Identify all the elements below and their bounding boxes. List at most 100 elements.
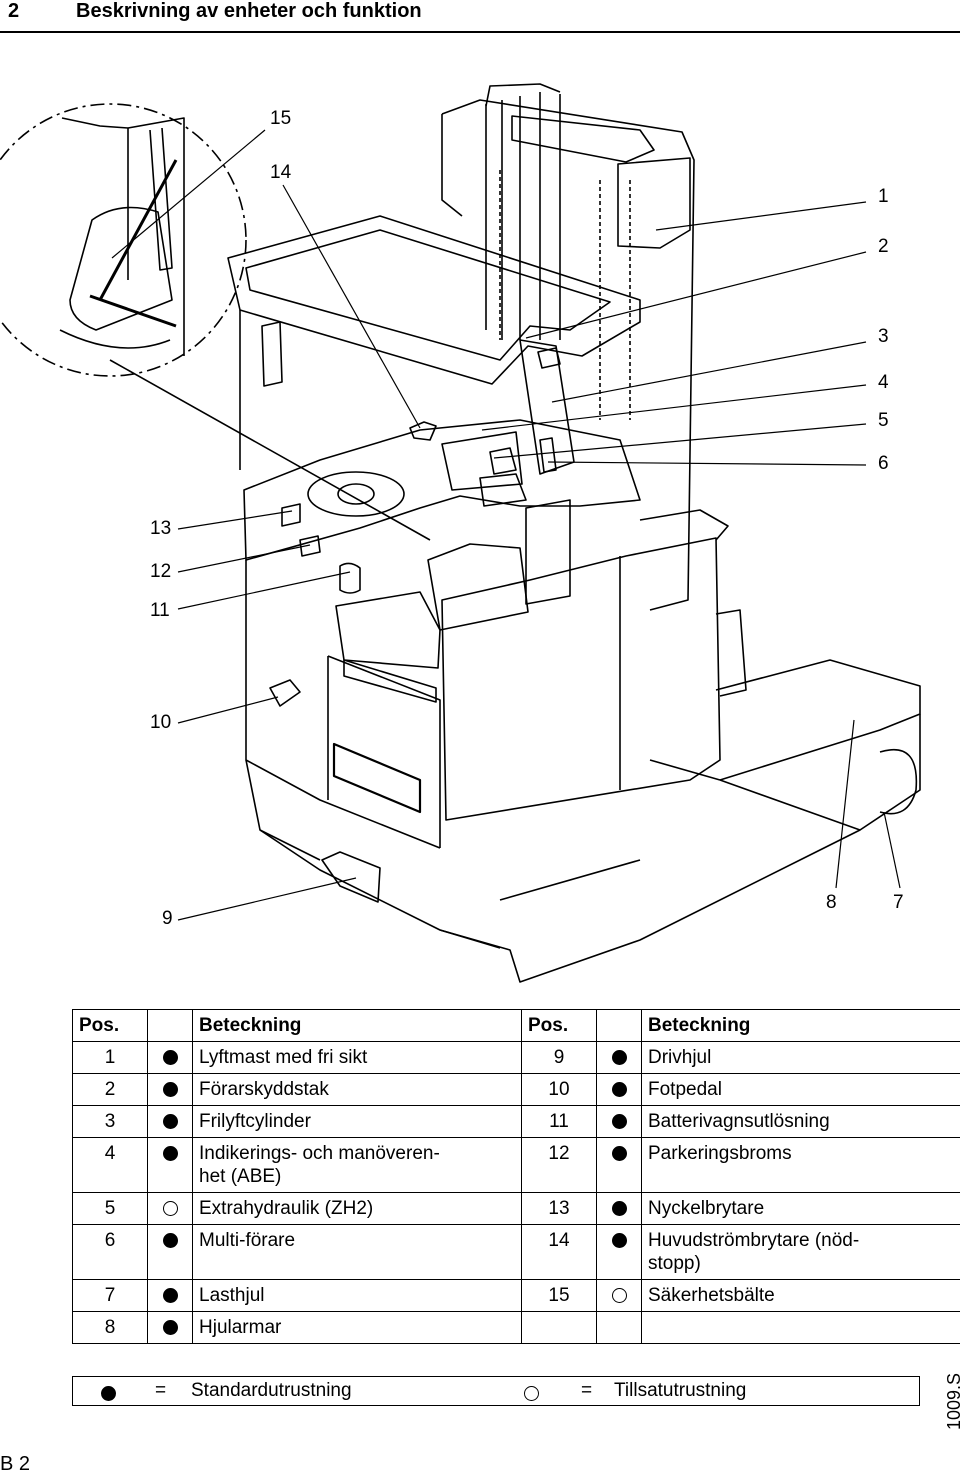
pos-cell: 1 xyxy=(72,1041,148,1074)
pos-cell: 13 xyxy=(521,1192,597,1225)
callout-4: 4 xyxy=(878,372,889,393)
standard-dot-icon xyxy=(101,1383,116,1405)
document-code: 1009.S xyxy=(944,1372,960,1430)
callout-5: 5 xyxy=(878,410,889,431)
standard-dot-icon xyxy=(162,1114,178,1129)
callout-2: 2 xyxy=(878,236,889,257)
table-row: 8 Hjularmar xyxy=(72,1311,960,1344)
pos-cell: 4 xyxy=(72,1137,148,1193)
marker-cell xyxy=(596,1073,642,1106)
designation-cell: Lasthjul xyxy=(192,1279,522,1312)
standard-dot-icon xyxy=(611,1114,627,1129)
pos-cell: 9 xyxy=(521,1041,597,1074)
optional-dot-icon xyxy=(162,1201,178,1216)
designation-cell: Lyftmast med fri sikt xyxy=(192,1041,522,1074)
col-header-pos-2: Pos. xyxy=(521,1009,597,1042)
pos-cell: 5 xyxy=(72,1192,148,1225)
designation-cell: Indikerings- och manöveren- het (ABE) xyxy=(192,1137,522,1193)
standard-dot-icon xyxy=(611,1201,627,1216)
pos-cell: 3 xyxy=(72,1105,148,1138)
standard-dot-icon xyxy=(162,1288,178,1303)
standard-dot-icon xyxy=(611,1082,627,1097)
callout-13: 13 xyxy=(150,518,172,539)
legend-table: Pos. Beteckning Pos. Beteckning 1 Lyftmas… xyxy=(72,1009,960,1344)
callout-15: 15 xyxy=(270,108,292,129)
page-title: Beskrivning av enheter och funktion xyxy=(76,0,422,22)
standard-dot-icon xyxy=(162,1320,178,1335)
pos-cell xyxy=(521,1311,597,1344)
page-number: B 2 xyxy=(0,1453,31,1475)
marker-cell xyxy=(147,1192,193,1225)
callout-12: 12 xyxy=(150,561,172,582)
designation-cell: Parkeringsbroms xyxy=(641,1137,960,1193)
section-number: 2 xyxy=(8,0,20,22)
marker-cell xyxy=(147,1041,193,1074)
standard-dot-icon xyxy=(162,1233,178,1248)
designation-cell: Huvudströmbrytare (nöd- stopp) xyxy=(641,1224,960,1280)
callout-7: 7 xyxy=(893,892,904,913)
designation-cell: Förarskyddstak xyxy=(192,1073,522,1106)
standard-dot-icon xyxy=(162,1082,178,1097)
marker-cell xyxy=(596,1279,642,1312)
marker-cell xyxy=(147,1311,193,1344)
callout-11: 11 xyxy=(150,600,170,621)
col-header-designation-2: Beteckning xyxy=(641,1009,960,1042)
marker-cell xyxy=(596,1041,642,1074)
pos-cell: 14 xyxy=(521,1224,597,1280)
standard-eq: = xyxy=(155,1380,167,1401)
callout-10: 10 xyxy=(150,712,172,733)
designation-cell: Frilyftcylinder xyxy=(192,1105,522,1138)
callout-3: 3 xyxy=(878,326,889,347)
designation-cell: Batterivagnsutlösning xyxy=(641,1105,960,1138)
standard-dot-icon xyxy=(611,1146,627,1161)
pos-cell: 11 xyxy=(521,1105,597,1138)
callout-9: 9 xyxy=(162,908,173,929)
standard-dot-icon xyxy=(611,1233,627,1248)
marker-cell xyxy=(147,1279,193,1312)
col-header-pos: Pos. xyxy=(72,1009,148,1042)
optional-dot-icon xyxy=(524,1383,539,1405)
header-rule xyxy=(0,31,960,33)
marker-cell xyxy=(147,1224,193,1280)
pos-cell: 6 xyxy=(72,1224,148,1280)
designation-cell: Säkerhetsbälte xyxy=(641,1279,960,1312)
pos-cell: 15 xyxy=(521,1279,597,1312)
legend-header-row: Pos. Beteckning Pos. Beteckning xyxy=(72,1009,960,1042)
table-row: 5 Extrahydraulik (ZH2)13 Nyckelbrytare xyxy=(72,1192,960,1225)
table-row: 4 Indikerings- och manöveren- het (ABE)12… xyxy=(72,1137,960,1193)
designation-cell: Nyckelbrytare xyxy=(641,1192,960,1225)
callout-8: 8 xyxy=(826,892,837,913)
col-header-designation: Beteckning xyxy=(192,1009,522,1042)
pos-cell: 7 xyxy=(72,1279,148,1312)
marker-cell xyxy=(596,1192,642,1225)
pos-cell: 2 xyxy=(72,1073,148,1106)
marker-cell xyxy=(596,1105,642,1138)
forklift-illustration xyxy=(0,83,921,983)
equipment-key: = Standardutrustning = Tillsatutrustning xyxy=(72,1376,920,1406)
marker-cell xyxy=(596,1224,642,1280)
optional-label: Tillsatutrustning xyxy=(614,1380,747,1401)
pos-cell: 10 xyxy=(521,1073,597,1106)
designation-cell: Hjularmar xyxy=(192,1311,522,1344)
callout-14: 14 xyxy=(270,162,292,183)
standard-dot-icon xyxy=(162,1146,178,1161)
designation-cell: Drivhjul xyxy=(641,1041,960,1074)
marker-cell xyxy=(147,1137,193,1193)
callout-1: 1 xyxy=(878,186,889,207)
pos-cell: 8 xyxy=(72,1311,148,1344)
designation-cell: Extrahydraulik (ZH2) xyxy=(192,1192,522,1225)
standard-dot-icon xyxy=(611,1050,627,1065)
standard-dot-icon xyxy=(162,1050,178,1065)
callout-6: 6 xyxy=(878,453,889,474)
optional-dot-icon xyxy=(611,1288,627,1303)
pos-cell: 12 xyxy=(521,1137,597,1193)
marker-cell xyxy=(596,1137,642,1193)
designation-cell xyxy=(641,1311,960,1344)
designation-cell: Multi-förare xyxy=(192,1224,522,1280)
designation-cell: Fotpedal xyxy=(641,1073,960,1106)
